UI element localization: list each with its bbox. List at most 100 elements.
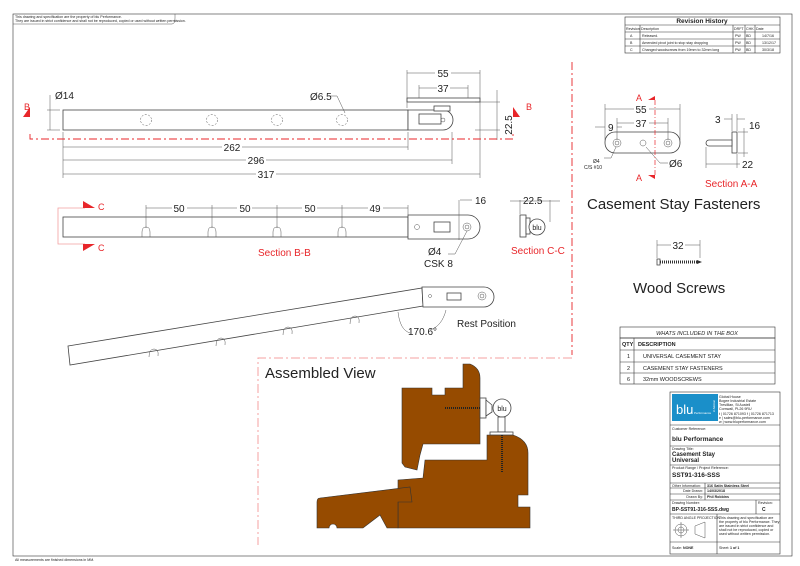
title-block: blu Performance in Motion Global House B…: [669, 391, 781, 555]
svg-text:30/3/18: 30/3/18: [762, 48, 774, 52]
svg-text:317: 317: [258, 170, 275, 181]
svg-text:Date: Date: [756, 27, 764, 31]
assembled-view: Assembled View blu: [265, 363, 531, 529]
svg-text:BP-SST91-316-SSS.dwg: BP-SST91-316-SSS.dwg: [672, 507, 729, 513]
svg-text:blu: blu: [676, 402, 693, 417]
svg-text:blu Performance: blu Performance: [672, 436, 724, 443]
svg-text:16: 16: [749, 121, 761, 132]
svg-text:Ø6: Ø6: [669, 159, 683, 170]
svg-text:Drawing Title:: Drawing Title:: [672, 447, 694, 451]
svg-text:A: A: [636, 173, 642, 183]
svg-text:SST91-316-SSS: SST91-316-SSS: [672, 472, 721, 479]
svg-text:Drawing Number:: Drawing Number:: [672, 501, 700, 505]
svg-text:PW: PW: [735, 48, 741, 52]
assembled-view-title: Assembled View: [265, 365, 376, 382]
drawing-frame: [12, 13, 793, 557]
svg-text:DRFT: DRFT: [734, 27, 744, 31]
svg-text:22.5: 22.5: [504, 115, 515, 135]
revision-history-title: Revision History: [676, 18, 728, 25]
svg-text:1 of 1: 1 of 1: [730, 546, 739, 550]
svg-text:Bogee Industrial Estate: Bogee Industrial Estate: [719, 399, 756, 403]
company-logo: [672, 394, 718, 421]
svg-text:262: 262: [224, 143, 241, 154]
svg-text:Released.: Released.: [642, 34, 658, 38]
svg-text:A: A: [630, 34, 633, 38]
section-bb-view: 50 50 50 49 16 Ø4 CSK 8 Section B-B C C: [57, 196, 487, 270]
svg-text:Scale:: Scale:: [672, 546, 682, 550]
svg-text:Casement Stay: Casement Stay: [672, 452, 716, 458]
svg-text:Other Information:: Other Information:: [672, 484, 701, 488]
svg-text:Ø6.5: Ø6.5: [310, 92, 332, 103]
sill-timber: [316, 486, 413, 529]
fasteners-title: Casement Stay Fasteners: [587, 196, 760, 213]
svg-text:C: C: [630, 48, 633, 52]
svg-text:Global House: Global House: [719, 395, 741, 399]
svg-text:Tresillian, St Austell: Tresillian, St Austell: [719, 403, 750, 407]
svg-text:Rest Position: Rest Position: [457, 319, 516, 330]
svg-text:CHK: CHK: [746, 27, 754, 31]
svg-text:the property of blu Performanc: the property of blu Performance. They: [719, 520, 780, 524]
wood-screws-view: 32 Wood Screws: [633, 240, 725, 297]
svg-text:50: 50: [304, 204, 316, 215]
svg-text:Ø4: Ø4: [428, 247, 442, 258]
svg-text:Description: Description: [641, 27, 659, 31]
svg-text:blu: blu: [497, 406, 506, 413]
svg-text:e | sales@blu-performance.com: e | sales@blu-performance.com: [719, 416, 770, 420]
svg-text:Phil Robbins: Phil Robbins: [707, 495, 729, 499]
svg-text:WHATS INCLUDED IN THE BOX: WHATS INCLUDED IN THE BOX: [656, 331, 738, 337]
svg-text:QTY: QTY: [622, 342, 634, 348]
third-angle-projection-icon: [673, 521, 706, 539]
svg-text:55: 55: [635, 105, 647, 116]
svg-text:316 Satin Stainless Steel: 316 Satin Stainless Steel: [707, 484, 749, 488]
svg-text:Sheet:: Sheet:: [719, 546, 729, 550]
svg-text:Ø4: Ø4: [593, 159, 600, 165]
footer-note: All measurements are finished dimensions…: [15, 558, 94, 562]
section-cc-label: Section C-C: [511, 246, 565, 257]
svg-text:BD: BD: [746, 41, 751, 45]
section-aa-label: Section A-A: [705, 179, 758, 190]
svg-text:BD: BD: [746, 48, 751, 52]
svg-text:Date Drawn:: Date Drawn:: [683, 489, 703, 493]
svg-text:37: 37: [437, 84, 449, 95]
svg-text:13/12/17: 13/12/17: [762, 41, 776, 45]
svg-text:are issued in strict confidenc: are issued in strict confidence and: [719, 524, 773, 528]
svg-text:49: 49: [369, 204, 381, 215]
svg-text:32mm WOODSCREWS: 32mm WOODSCREWS: [643, 377, 702, 383]
revision-row: B Amended pivot joint to stop stay dropp…: [630, 41, 776, 45]
svg-text:BD: BD: [746, 34, 751, 38]
svg-text:22: 22: [742, 160, 754, 171]
box-contents-table: WHATS INCLUDED IN THE BOX QTY DESCRIPTIO…: [619, 326, 776, 385]
svg-text:Performance: Performance: [694, 411, 712, 415]
svg-text:3: 3: [715, 115, 721, 126]
svg-text:THIRD ANGLE PROJECTION: THIRD ANGLE PROJECTION: [672, 516, 721, 520]
svg-text:Ø14: Ø14: [55, 91, 74, 102]
notice-line-2: They are issued in strict confidence and…: [15, 19, 186, 23]
svg-text:22.5: 22.5: [523, 196, 543, 207]
svg-text:UNIVERSAL CASEMENT STAY: UNIVERSAL CASEMENT STAY: [643, 354, 721, 360]
rest-position-view: 170.6° Rest Position: [67, 286, 516, 366]
svg-text:shall not be reproduced, copie: shall not be reproduced, copied or: [719, 528, 774, 532]
svg-text:Changed woodscrews from 19mm t: Changed woodscrews from 19mm to 32mm lon…: [642, 48, 719, 52]
notice-bracket: [13, 14, 176, 25]
revision-row: A Released. PW BD 14/7/16: [630, 34, 774, 38]
svg-text:1: 1: [627, 354, 630, 360]
svg-text:CSK 8: CSK 8: [424, 259, 453, 270]
svg-text:170.6°: 170.6°: [408, 327, 437, 338]
svg-text:14/7/16: 14/7/16: [762, 34, 774, 38]
svg-text:Revision:: Revision:: [758, 501, 773, 505]
svg-text:B: B: [630, 41, 633, 45]
svg-text:This drawing and specification: This drawing and specification are: [719, 516, 773, 520]
svg-text:Drawn By:: Drawn By:: [686, 495, 703, 499]
section-b-marker-left: B: [24, 102, 30, 112]
svg-text:Universal: Universal: [672, 458, 699, 464]
svg-text:NONE: NONE: [683, 546, 694, 550]
stay-top-view: 55 37 262 296 317 Ø14 Ø6.5 22.5 B B: [23, 68, 532, 181]
svg-text:32: 32: [672, 241, 684, 252]
section-bb-label: Section B-B: [258, 248, 311, 259]
frame-timber: [397, 434, 531, 529]
svg-text:37: 37: [635, 119, 647, 130]
section-b-marker-right: B: [526, 102, 532, 112]
